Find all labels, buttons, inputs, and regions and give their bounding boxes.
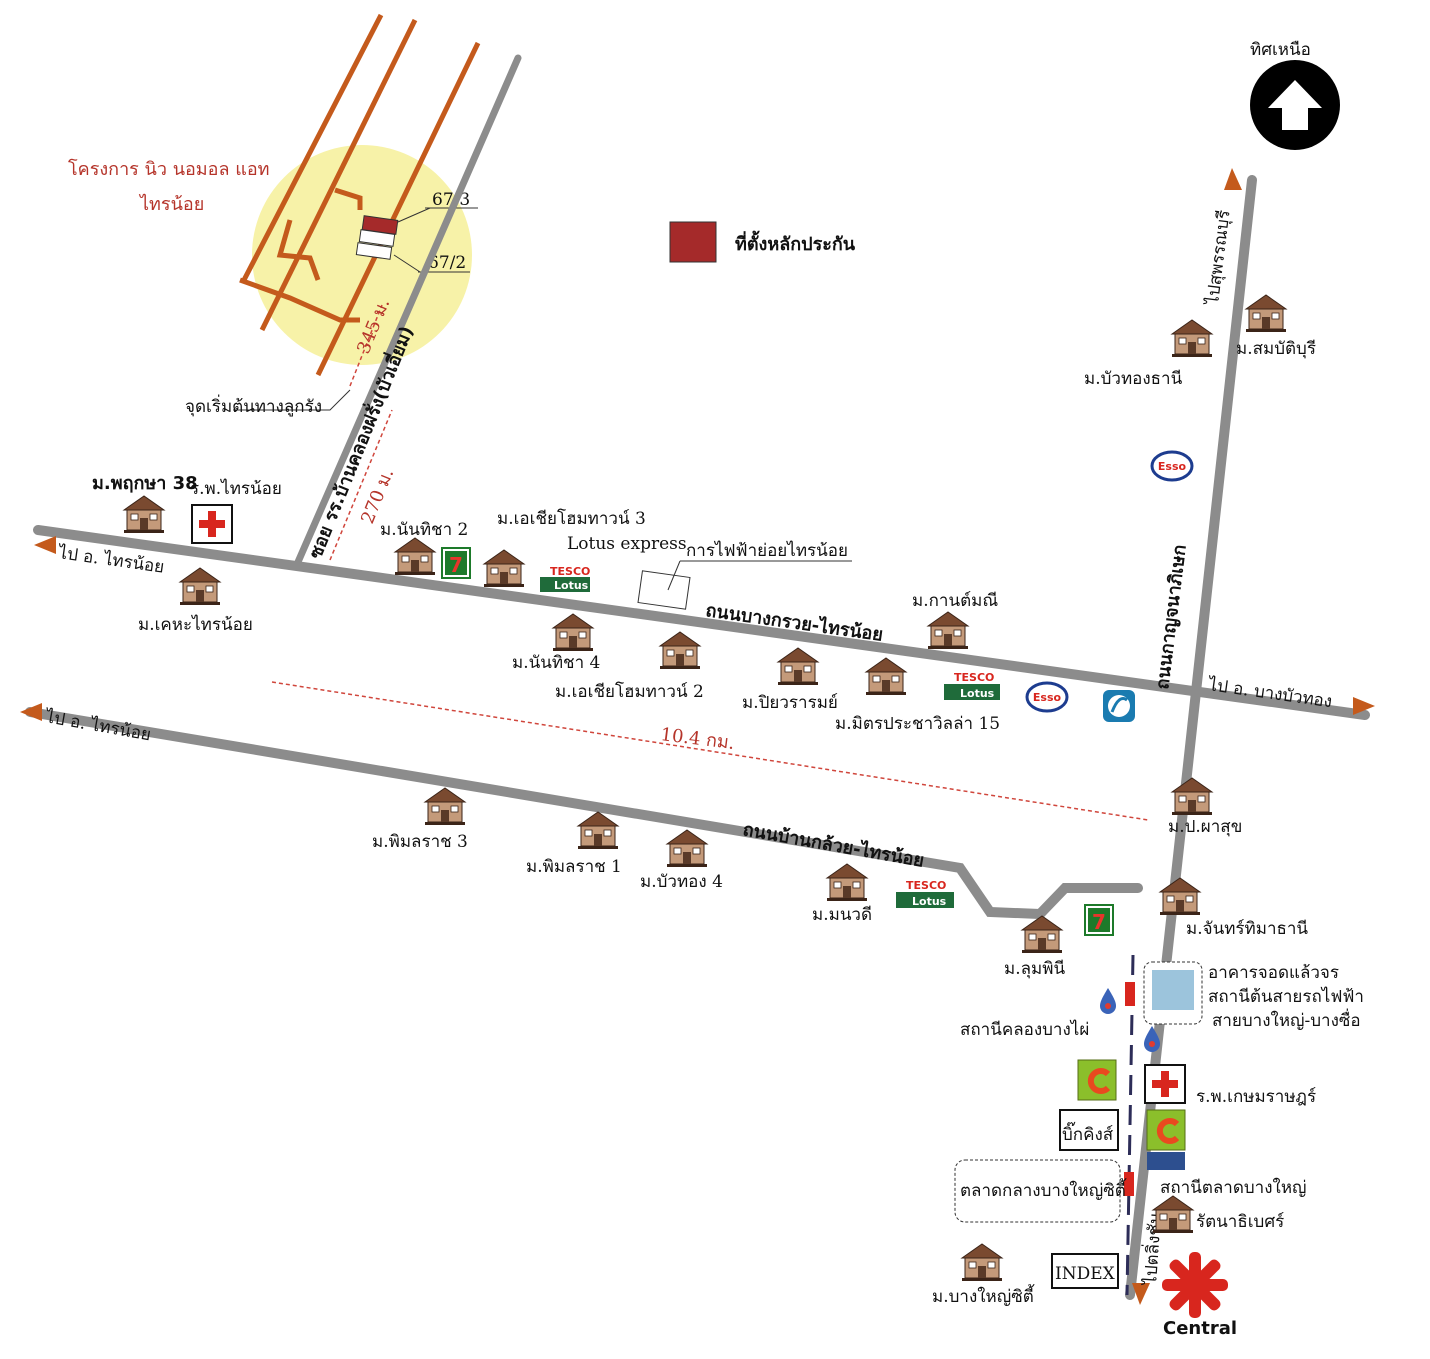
label-asia3: ม.เอเชียโฮมทาวน์ 3 [497,508,646,529]
plot-67-2-label: 67/2 [428,253,466,273]
central-label: Central [1163,1318,1237,1339]
label-nantisha2: ม.นันทิชา 2 [380,520,468,540]
arrow-to-bang-bua-thong-icon [1353,697,1375,715]
svg-text:Esso: Esso [1158,460,1187,473]
seven-eleven-icon [441,547,471,579]
big-c-icon [1078,1060,1116,1100]
svg-text:Lotus: Lotus [960,687,995,700]
arrow-to-suphan-icon [1224,168,1242,190]
ptt-station-icon [1103,690,1135,722]
label-bang-yai-city: ม.บางใหญ่ซิตี้ [932,1284,1035,1307]
park-line3: สายบางใหญ่-บางซื่อ [1212,1008,1361,1031]
label-buathong4: ม.บัวทอง 4 [640,872,723,892]
index-label: INDEX [1055,1264,1116,1284]
label-jantima: ม.จันทร์ทิมาธานี [1186,919,1308,939]
label-manawadee: ม.มนวดี [812,905,872,925]
skytrain-line [1125,954,1135,1296]
label-lumpini: ม.ลุมพินี [1004,959,1065,979]
park-line1: อาคารจอดแล้วจร [1208,963,1339,983]
svg-text:Lotus: Lotus [554,579,589,592]
label-talad-bang-yai: สถานีตลาดบางใหญ่ [1160,1177,1307,1198]
north-label: ทิศเหนือ [1250,40,1311,60]
project-title-line2: ไทรน้อย [138,193,204,215]
project-title-line1: โครงการ นิว นอมอล แอท [68,158,270,180]
svg-text:TESCO: TESCO [954,671,994,684]
roads [25,54,1370,1300]
svg-text:TESCO: TESCO [550,565,590,578]
hospital-sai-noi-icon [191,504,233,544]
svg-text:Esso: Esso [1033,691,1062,704]
tesco-lotus-icon: TESCO Lotus [944,671,1000,700]
label-nantisha4: ม.นันทิชา 4 [512,653,600,673]
distance-270-label: 270 ม. [357,466,398,527]
big-kings-label: บิ๊กคิงส์ [1062,1121,1114,1145]
svg-text:TESCO: TESCO [906,879,946,892]
station-khlong-bang-phai-marker [1125,982,1135,1006]
svg-text:Lotus: Lotus [912,895,947,908]
dir-suphan: ไปสุพรรณบุรี [1202,209,1235,308]
arrow-to-sai-noi-2-icon [20,703,42,721]
collateral-plots [355,207,478,273]
esso-icon: Esso [1150,450,1194,482]
label-sombat: ม.สมบัติบุรี [1236,339,1316,359]
seven-eleven-icon [1084,904,1114,936]
distance-10-4-label: 10.4 กม. [659,724,735,754]
legend-swatch [669,221,717,263]
index-box [1051,1253,1119,1289]
label-rp-sai-noi: ร.พ.ไทรน้อย [190,478,282,499]
road-kanchana-label: ถนนกาญจนาภิเษก [1152,544,1191,691]
esso-icon: Esso [1025,681,1069,713]
label-buathong-thani: ม.บัวทองธานี [1084,369,1183,389]
central-logo-icon [1162,1252,1228,1318]
dir-sai-noi-2: ไป อ. ไทรน้อย [42,706,152,746]
label-pea: การไฟฟ้าย่อยไทรน้อย [686,540,848,561]
homepro-icon [1147,1152,1185,1170]
label-lotus-express: Lotus express [567,534,687,554]
label-rattanathibet: รัตนาธิเบศร์ [1196,1212,1284,1232]
tesco-lotus-icon: TESCO Lotus [540,565,590,592]
distance-lines [271,304,1149,821]
start-point-label: จุดเริ่มต้นทางลูกรัง [185,394,322,417]
label-phasuk: ม.ป.ผาสุข [1168,817,1242,837]
label-kanmanee: ม.กานต์มณี [912,591,998,611]
label-asia2: ม.เอเชียโฮมทาวน์ 2 [555,681,704,702]
legend-label: ที่ตั้งหลักประกัน [735,230,856,255]
station-drop-icon [1100,988,1116,1014]
label-kheha: ม.เคหะไทรน้อย [138,614,253,635]
station-talad-bang-yai-marker [1124,1172,1134,1196]
arrow-to-sai-noi-1-icon [34,536,56,554]
project-plan-lines [239,13,481,377]
label-pimol3: ม.พิมลราช 3 [372,832,468,852]
label-mitr: ม.มิตรประชาวิลล่า 15 [835,714,1000,734]
market-label: ตลาดกลางบางใหญ่ซิตี้ [960,1178,1127,1201]
big-c-icon [1147,1110,1185,1150]
label-piyawaram: ม.ปิยวรารมย์ [742,693,838,713]
arrow-to-taling-chan-icon [1132,1283,1150,1305]
label-phruksa: ม.พฤกษา 38 [92,473,198,494]
tesco-lotus-icon: TESCO Lotus [896,879,954,908]
big-kings-box [1059,1109,1119,1151]
park-line2: สถานีต้นสายรถไฟฟ้า [1208,986,1364,1007]
market-box [954,1159,1121,1223]
pea-substation-icon [637,570,691,610]
hospital-kasem-icon [1144,1064,1186,1104]
road-ban-kluai-label: ถนนบ้านกล้วย-ไทรน้อย [741,818,926,872]
label-pimol1: ม.พิมลราช 1 [526,857,622,877]
label-rp-kasem: ร.พ.เกษมราษฎร์ [1196,1087,1316,1107]
label-khlong-bang-phai: สถานีคลองบางไผ่ [960,1019,1089,1040]
